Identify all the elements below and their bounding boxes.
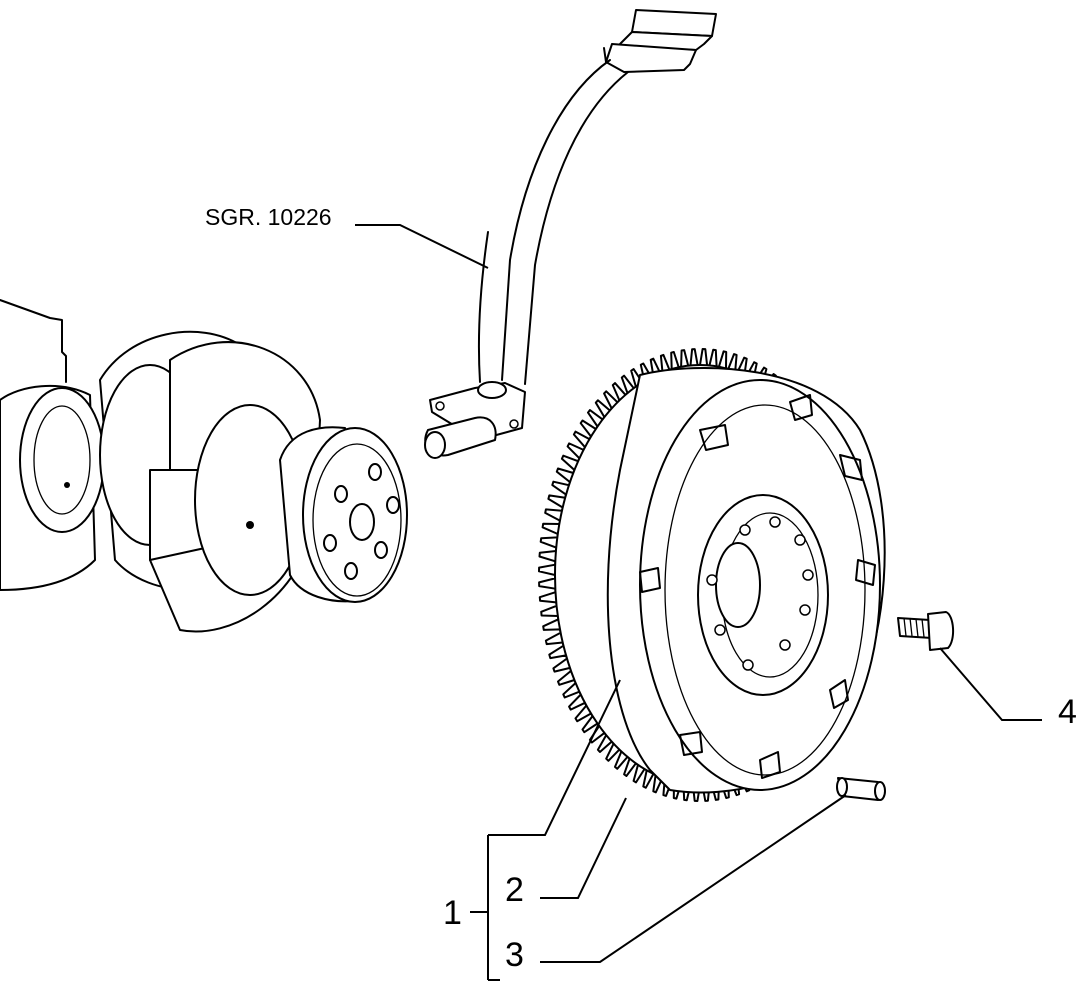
leader-lines bbox=[355, 224, 1042, 981]
flywheel bbox=[538, 348, 886, 802]
flywheel-bolt bbox=[897, 611, 954, 651]
dowel-pin bbox=[836, 777, 886, 801]
sensor-reference-label: SGR. 10226 bbox=[205, 204, 332, 230]
callout-2: 2 bbox=[505, 871, 524, 909]
callout-3: 3 bbox=[505, 936, 524, 974]
rpm-sensor bbox=[424, 9, 717, 459]
callout-4: 4 bbox=[1058, 693, 1077, 731]
crankshaft bbox=[0, 299, 408, 633]
callout-1: 1 bbox=[443, 894, 462, 932]
